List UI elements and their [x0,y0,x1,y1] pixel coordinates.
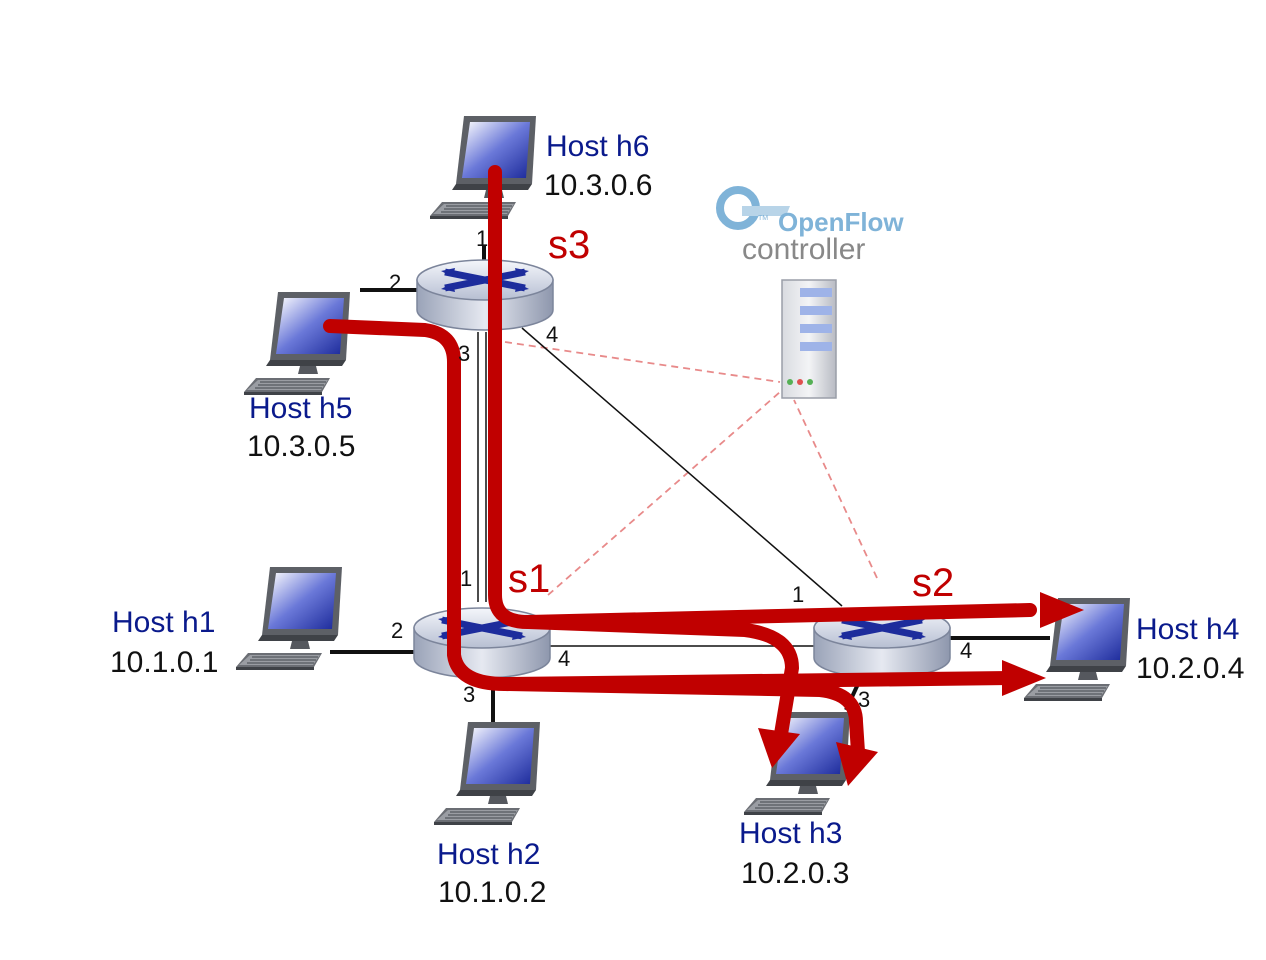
s2-port-3: 3 [858,687,870,712]
openflow-tm: TM [758,215,768,222]
host-h6-computer-icon[interactable] [429,115,537,220]
s1-port-4: 4 [558,646,570,671]
host-h6-ip: 10.3.0.6 [544,169,652,202]
host-h3-name: Host h3 [739,817,842,850]
arrow-to-h3-right [836,742,878,786]
host-h2-ip: 10.1.0.2 [438,876,546,909]
host-h4-ip: 10.2.0.4 [1136,652,1244,685]
flow-h5-to-h3 [498,677,865,759]
flow-paths [323,165,1037,759]
controller-label: controller [742,233,865,266]
flow-h6-to-h3 [521,615,799,747]
s3-port-4: 4 [546,322,558,347]
control-links [504,341,878,596]
control-link-s2 [793,399,878,579]
s3-port-2: 2 [389,270,401,295]
link-s3-s2 [521,327,843,607]
arrow-to-h3-left [758,728,800,768]
host-h3-ip: 10.2.0.3 [741,857,849,890]
host-h4-name: Host h4 [1136,613,1239,646]
s3-port-1: 1 [476,226,488,251]
host-h5-computer-icon[interactable] [243,291,351,396]
host-h5-name: Host h5 [249,392,352,425]
host-h1-ip: 10.1.0.1 [110,646,218,679]
arrow-to-h4-upper [1040,592,1084,628]
host-h2-name: Host h2 [437,838,540,871]
control-link-s3 [504,341,781,383]
switch-s3-label: s3 [548,223,590,267]
openflow-logo-icon: OpenFlow TM [716,186,904,237]
host-h6-name: Host h6 [546,130,649,163]
host-h3-computer-icon[interactable] [743,711,851,816]
s1-port-1: 1 [460,566,472,591]
host-h2-computer-icon[interactable] [433,721,541,826]
openflow-logo-text: OpenFlow [778,207,904,237]
s2-port-1: 1 [792,582,804,607]
s3-port-3: 3 [458,341,470,366]
s1-port-3: 3 [463,682,475,707]
control-link-s1 [547,391,781,596]
switch-s2-label: s2 [912,561,954,605]
s2-port-4: 4 [960,638,972,663]
arrow-to-h4-lower [1002,660,1046,696]
flow-h5-to-h4 [323,319,1017,691]
switch-s1-label: s1 [508,557,550,601]
controller-server-icon[interactable] [781,279,837,399]
host-h4-computer-icon[interactable] [1023,597,1131,702]
host-h1-computer-icon[interactable] [235,566,343,671]
switch-s3[interactable] [417,260,553,330]
s1-port-2: 2 [391,618,403,643]
flow-arrowheads [758,592,1084,786]
host-h1-name: Host h1 [112,606,215,639]
host-h5-ip: 10.3.0.5 [247,430,355,463]
